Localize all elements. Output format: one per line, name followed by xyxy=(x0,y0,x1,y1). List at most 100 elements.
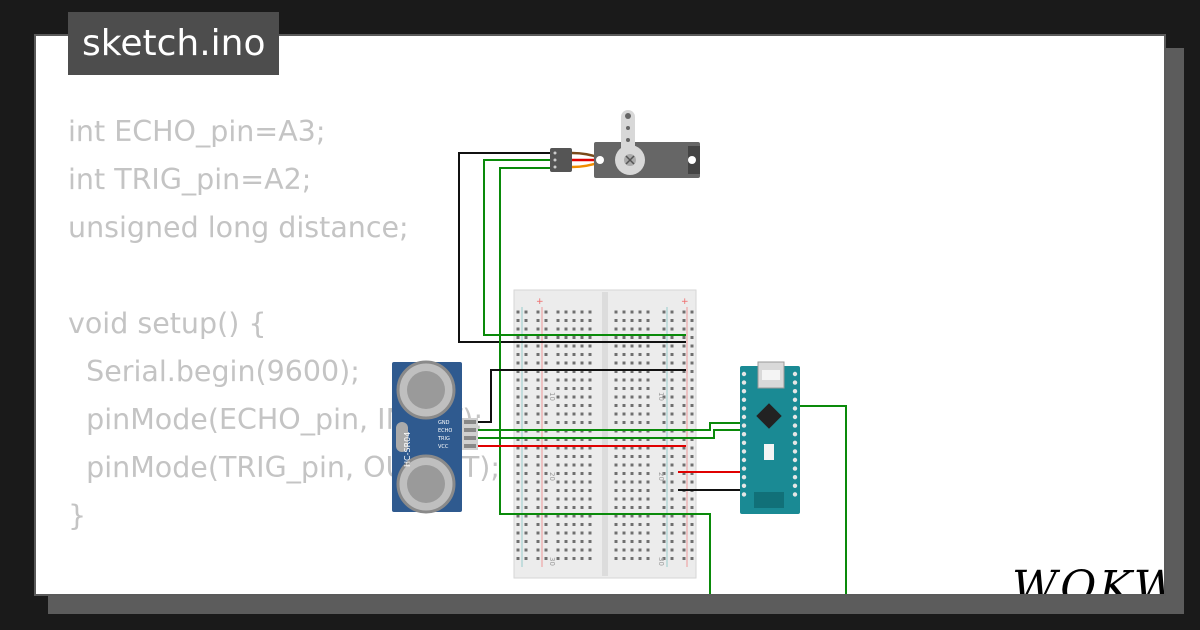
breadboard-hole xyxy=(580,472,584,475)
breadboard-hole xyxy=(564,421,568,424)
breadboard-hole xyxy=(638,353,642,356)
breadboard-hole xyxy=(630,378,634,382)
breadboard-hole xyxy=(544,438,548,441)
breadboard-hole xyxy=(588,404,592,407)
breadboard-hole xyxy=(630,463,634,467)
breadboard-hole xyxy=(536,446,540,450)
breadboard-hole xyxy=(638,370,642,373)
breadboard-hole xyxy=(614,540,618,543)
code-line: Serial.begin(9600); xyxy=(68,355,360,388)
breadboard-hole xyxy=(614,310,618,314)
breadboard-hole xyxy=(622,472,626,475)
breadboard-hole xyxy=(622,336,626,339)
breadboard-hole xyxy=(670,489,674,492)
breadboard-hole xyxy=(580,353,584,356)
breadboard-hole xyxy=(564,455,568,458)
breadboard-hole xyxy=(544,344,548,348)
breadboard-hole xyxy=(516,438,520,441)
breadboard-hole xyxy=(690,361,694,365)
breadboard-hole xyxy=(670,370,674,373)
breadboard-hole xyxy=(662,557,666,560)
breadboard-hole xyxy=(670,378,674,382)
arduino-pin xyxy=(741,440,747,445)
breadboard-hole xyxy=(516,353,520,356)
breadboard-hole xyxy=(682,319,686,322)
breadboard-hole xyxy=(662,404,666,407)
breadboard-hole xyxy=(690,327,694,331)
breadboard-hole xyxy=(564,344,568,348)
breadboard-hole xyxy=(614,387,618,390)
breadboard-hole xyxy=(646,421,650,424)
breadboard-hole xyxy=(638,319,642,322)
breadboard-hole xyxy=(638,336,642,339)
breadboard-hole xyxy=(524,472,528,475)
breadboard-hole xyxy=(524,319,528,322)
breadboard-hole xyxy=(564,489,568,492)
breadboard-hole xyxy=(524,514,528,518)
breadboard-hole xyxy=(646,361,650,365)
breadboard-hole xyxy=(556,540,560,543)
breadboard-hole xyxy=(524,336,528,339)
sensor-pin-label: GND xyxy=(438,420,450,426)
breadboard-hole xyxy=(564,370,568,373)
breadboard-hole xyxy=(516,378,520,382)
breadboard-hole xyxy=(614,557,618,560)
breadboard-hole xyxy=(690,540,694,543)
breadboard-hole xyxy=(662,378,666,382)
breadboard-hole xyxy=(646,370,650,373)
breadboard-hole xyxy=(564,523,568,526)
breadboard-hole xyxy=(614,548,618,552)
breadboard-hole xyxy=(662,506,666,509)
breadboard-hole xyxy=(630,557,634,560)
breadboard-hole xyxy=(516,370,520,373)
row-number: 20 xyxy=(657,472,665,481)
breadboard-hole xyxy=(588,514,592,518)
breadboard-hole xyxy=(614,361,618,365)
breadboard-hole xyxy=(516,404,520,407)
breadboard-hole xyxy=(516,395,520,399)
breadboard-hole xyxy=(638,378,642,382)
breadboard-hole xyxy=(662,540,666,543)
breadboard-hole xyxy=(646,480,650,484)
breadboard-hole xyxy=(556,531,560,535)
breadboard-hole xyxy=(670,497,674,501)
breadboard-hole xyxy=(682,548,686,552)
breadboard-hole xyxy=(630,472,634,475)
breadboard-hole xyxy=(556,319,560,322)
file-tab[interactable]: sketch.ino xyxy=(68,12,280,75)
breadboard-hole xyxy=(556,378,560,382)
breadboard-hole xyxy=(630,421,634,424)
breadboard-hole xyxy=(588,497,592,501)
breadboard-hole xyxy=(646,412,650,416)
breadboard-hole xyxy=(614,455,618,458)
breadboard-hole xyxy=(516,489,520,492)
breadboard-hole xyxy=(614,412,618,416)
breadboard-hole xyxy=(516,327,520,331)
breadboard-hole xyxy=(536,480,540,484)
breadboard-hole xyxy=(556,327,560,331)
breadboard-hole xyxy=(544,327,548,331)
breadboard-hole xyxy=(580,361,584,365)
breadboard-hole xyxy=(572,557,576,560)
breadboard-hole xyxy=(670,327,674,331)
breadboard-hole xyxy=(572,438,576,441)
breadboard-hole xyxy=(524,344,528,348)
breadboard-hole xyxy=(588,557,592,560)
breadboard-hole xyxy=(690,523,694,526)
breadboard-hole xyxy=(622,395,626,399)
ultrasonic-sensor: HC-SR04 GND ECHO TRIG VCC xyxy=(392,360,478,514)
breadboard-hole xyxy=(622,489,626,492)
code-line: void setup() { xyxy=(68,307,267,340)
breadboard-hole xyxy=(588,472,592,475)
breadboard-hole xyxy=(646,336,650,339)
breadboard-hole xyxy=(646,446,650,450)
breadboard-hole xyxy=(630,404,634,407)
sensor-model: HC-SR04 xyxy=(403,432,412,467)
breadboard-hole xyxy=(536,506,540,509)
breadboard-hole xyxy=(556,548,560,552)
arduino-pin xyxy=(792,466,798,471)
breadboard-hole xyxy=(682,446,686,450)
breadboard-hole xyxy=(524,489,528,492)
breadboard-hole xyxy=(622,446,626,450)
breadboard-hole xyxy=(536,310,540,314)
